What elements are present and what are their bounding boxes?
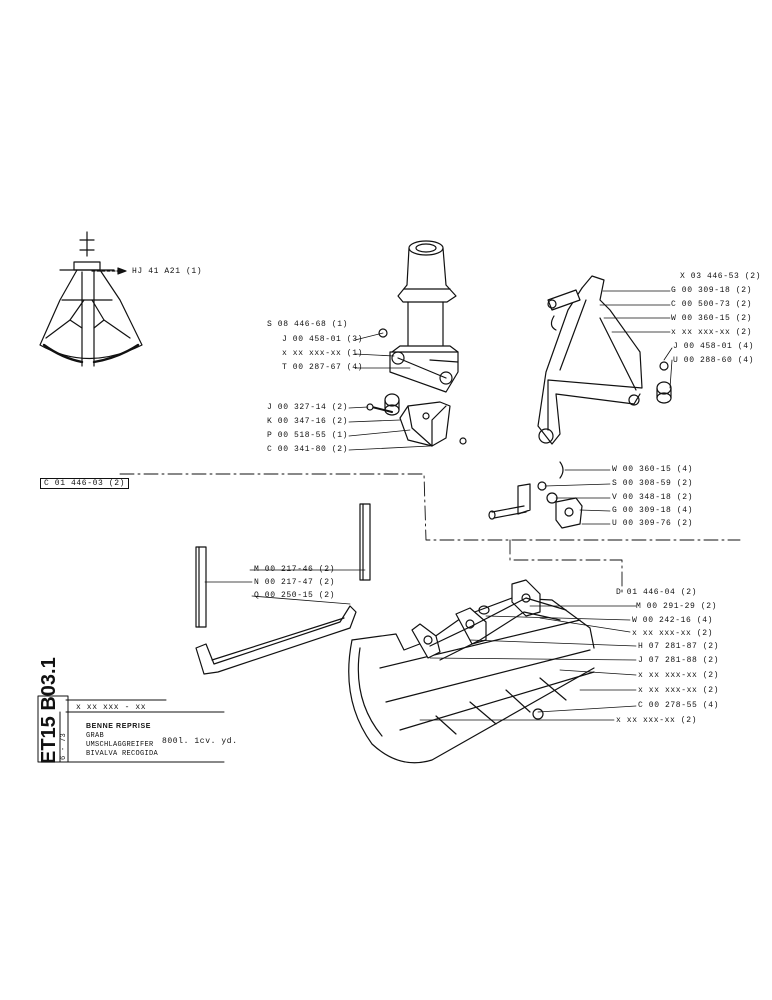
label-j00-458-01-arm: J 00 458-01 (4) [673,342,755,351]
label-m00-217-46: M 00 217-46 (2) [254,565,336,574]
pedestal-assembly-illustration [379,241,458,415]
assembly-dashed-lines [120,474,740,592]
frame-bars-illustration [196,504,370,674]
label-p00-518-55: P 00 518-55 (1) [267,431,349,440]
label-j00-327-14: J 00 327-14 (2) [267,403,349,412]
title-part-number: x xx xxx - xx [76,703,147,712]
label-c00-500-73: C 00 500-73 (2) [671,300,753,309]
label-xx-bucket-2: x xx xxx-xx (2) [638,671,720,680]
label-j07-281-88: J 07 281-88 (2) [638,656,720,665]
arm-assembly-illustration [538,276,671,444]
label-w00-360-15: W 00 360-15 (2) [671,314,753,323]
label-s00-308-59: S 00 308-59 (2) [612,479,694,488]
label-v00-348-18: V 00 348-18 (2) [612,493,694,502]
title-name-de: UMSCHLAGGREIFER [86,741,154,749]
label-g00-309-18-pin: G 00 309-18 (4) [612,506,694,515]
leader-lines [205,291,672,720]
pin-parts-illustration [489,462,582,528]
label-u00-288-60: U 00 288-60 (4) [673,356,755,365]
label-xx-bucket-1: x xx xxx-xx (2) [632,629,714,638]
small-grab-illustration [40,232,142,366]
label-d01-446-04: D 01 446-04 (2) [616,588,698,597]
label-m00-291-29: M 00 291-29 (2) [636,602,718,611]
title-block-frame [38,696,224,762]
label-xx-arm: x xx xxx-xx (2) [671,328,753,337]
bracket-illustration [367,402,466,446]
label-s08-446-68: S 08 446-68 (1) [267,320,349,329]
label-xx-pedestal: x xx xxx-xx (1) [282,349,364,358]
label-xx-bucket-3: x xx xxx-xx (2) [638,686,720,695]
label-c01-446-03: C 01 446-03 (2) [40,478,130,489]
label-c00-278-55: C 00 278-55 (4) [638,701,720,710]
title-name-fr: BENNE REPRISE [86,723,151,730]
title-name-en: GRAB [86,732,105,740]
label-k00-347-16: K 00 347-16 (2) [267,417,349,426]
label-c00-341-80: C 00 341-80 (2) [267,445,349,454]
label-xx-bucket-4: x xx xxx-xx (2) [616,716,698,725]
bucket-illustration [349,580,594,763]
label-q00-250-15: Q 00 250-15 (2) [254,591,336,600]
label-g00-309-18: G 00 309-18 (2) [671,286,753,295]
label-j00-458-01: J 00 458-01 (3) [282,335,364,344]
label-t00-287-67: T 00 287-67 (4) [282,363,364,372]
sheet-date: 6 - 73 [60,732,68,760]
label-u00-309-76: U 00 309-76 (2) [612,519,694,528]
label-n00-217-47: N 00 217-47 (2) [254,578,336,587]
label-w00-360-15-pin: W 00 360-15 (4) [612,465,694,474]
title-capacity: 800l. 1cv. yd. [162,737,238,746]
label-x03-446-53: X 03 446-53 (2) [680,272,762,281]
title-name-es: BIVALVA RECOGIDA [86,750,159,758]
label-hj-41-a21: HJ 41 A21 (1) [132,267,203,276]
sheet-reference-code: ET15 B03.1 [38,657,60,764]
label-w00-242-16: W 00 242-16 (4) [632,616,714,625]
label-h07-281-87: H 07 281-87 (2) [638,642,720,651]
